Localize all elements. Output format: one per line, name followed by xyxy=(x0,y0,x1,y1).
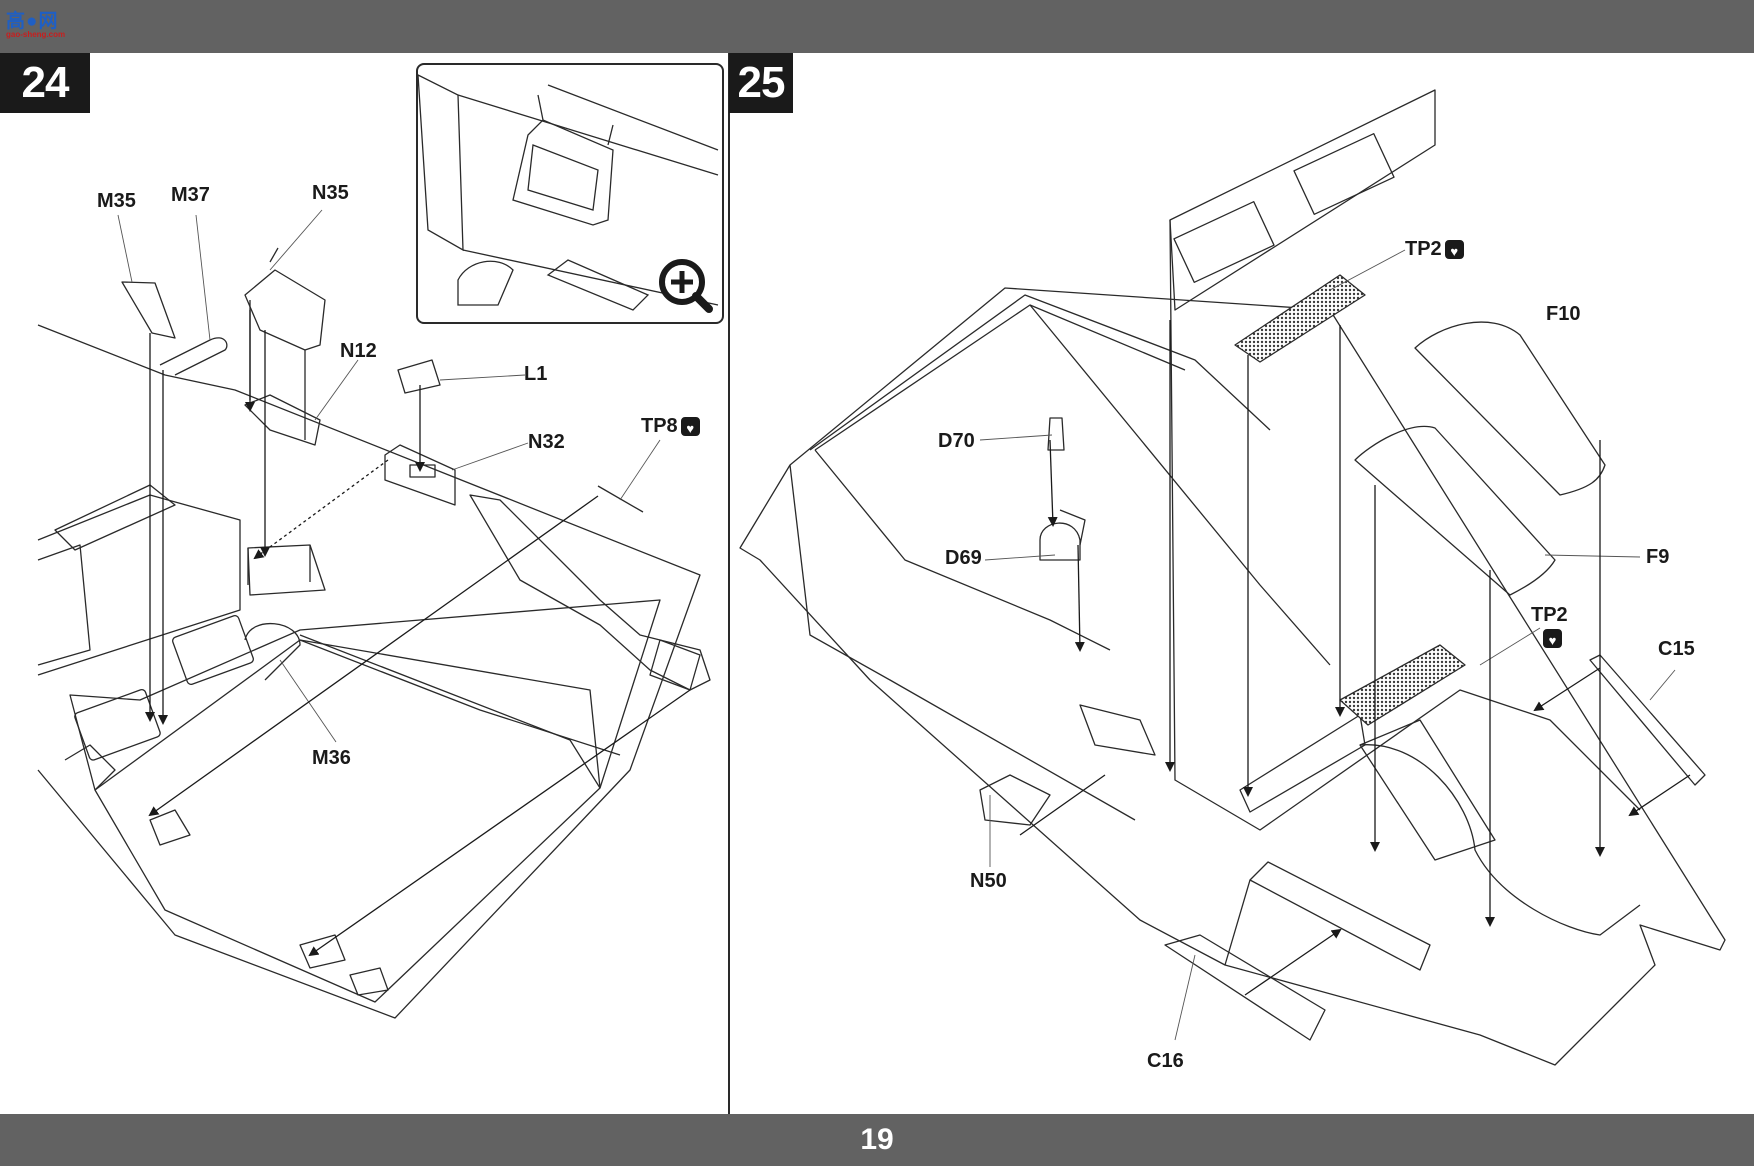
part-label-tp2-top: TP2♥ xyxy=(1405,238,1464,261)
logo-subtext: gao-sheng.com xyxy=(6,30,66,39)
part-label-n32: N32 xyxy=(528,431,565,453)
part-label-tp2-mid: TP2♥ xyxy=(1531,604,1568,648)
hull-outline-25 xyxy=(739,287,1726,1066)
part-label-d69: D69 xyxy=(945,547,982,569)
step-divider xyxy=(728,53,730,1114)
zoom-in-icon[interactable] xyxy=(656,256,714,314)
part-label-d70: D70 xyxy=(938,430,975,452)
part-label-n12: N12 xyxy=(340,340,377,362)
tp2-mesh-mid xyxy=(1339,644,1466,726)
part-label-m35: M35 xyxy=(97,190,136,212)
part-label-tp8: TP8♥ xyxy=(641,415,700,438)
part-label-f10: F10 xyxy=(1546,303,1581,325)
part-label-m37: M37 xyxy=(171,184,210,206)
part-label-c15: C15 xyxy=(1658,638,1695,660)
part-label-n35: N35 xyxy=(312,182,349,204)
inset-drawing xyxy=(418,74,719,311)
page-number: 19 xyxy=(860,1123,894,1156)
part-label-c16: C16 xyxy=(1147,1050,1184,1072)
detail-inset xyxy=(416,63,724,324)
site-logo[interactable]: 高●网 gao-sheng.com xyxy=(6,6,70,40)
part-label-l1: L1 xyxy=(524,363,548,385)
f10-panel xyxy=(1414,321,1606,496)
logo-text: 高●网 xyxy=(6,11,59,32)
part-label-f9: F9 xyxy=(1646,546,1670,568)
step-number-25: 25 xyxy=(729,53,793,113)
bottom-bar: 19 xyxy=(0,1114,1754,1166)
step-number-24: 24 xyxy=(0,53,90,113)
top-bar: 高●网 gao-sheng.com xyxy=(0,0,1754,53)
heart-broken-icon: ♥ xyxy=(680,417,700,437)
heart-broken-icon: ♥ xyxy=(1543,629,1562,648)
part-label-n50: N50 xyxy=(970,870,1007,892)
hull-outline-24 xyxy=(37,324,701,1019)
heart-broken-icon: ♥ xyxy=(1444,240,1464,260)
part-label-m36: M36 xyxy=(312,747,351,769)
f9-panel xyxy=(1354,425,1556,596)
tp2-mesh-top xyxy=(1234,274,1366,363)
